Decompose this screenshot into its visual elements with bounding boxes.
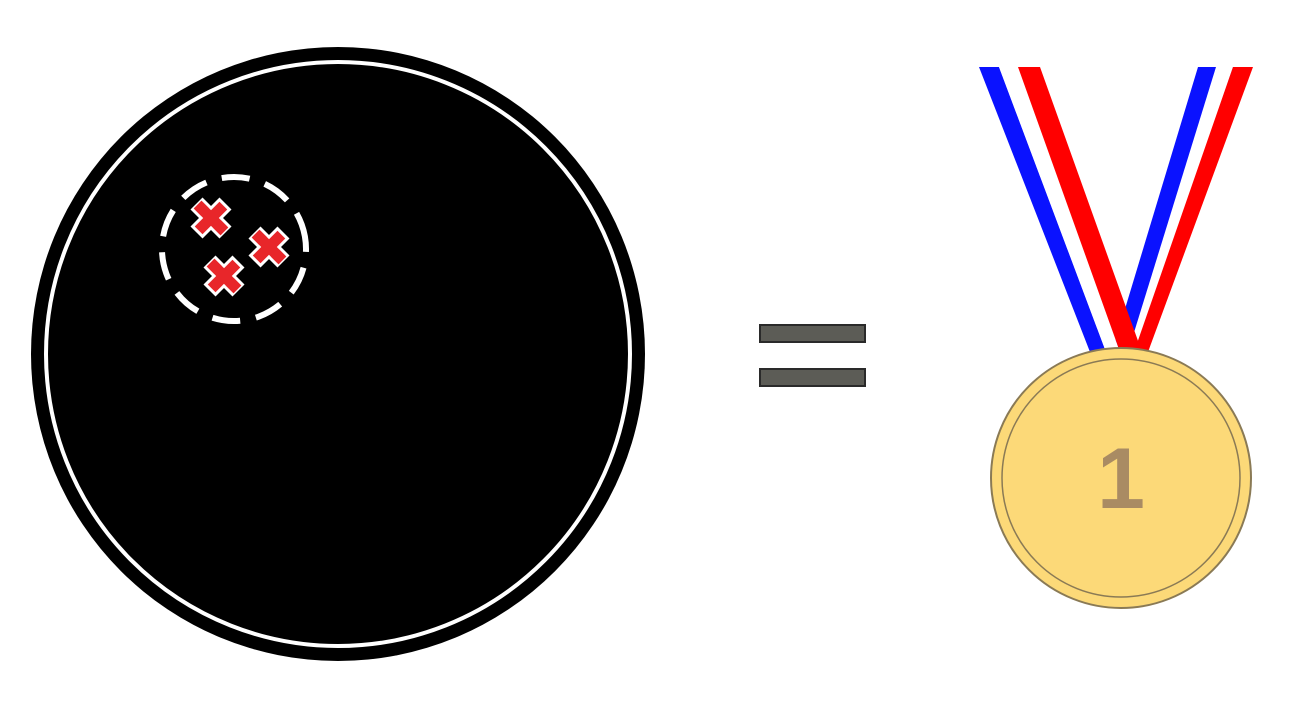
equals-bottom-bar <box>759 368 866 387</box>
target-board <box>31 47 645 661</box>
shot-group-circle <box>159 174 309 324</box>
equals-sign-icon <box>759 324 866 387</box>
x-mark-icon <box>190 197 232 239</box>
equals-top-bar <box>759 324 866 343</box>
target-face <box>50 66 626 642</box>
x-mark-icon <box>248 226 290 268</box>
medal-disc <box>990 347 1252 609</box>
target-inner-ring <box>44 60 632 648</box>
medal-ribbon <box>979 67 1253 352</box>
medal-number: 1 <box>1097 431 1145 527</box>
x-mark-icon <box>203 255 245 297</box>
gold-medal-icon: 1 <box>979 67 1253 609</box>
shot-group <box>159 174 309 324</box>
medal-inner-rim <box>1001 358 1241 598</box>
